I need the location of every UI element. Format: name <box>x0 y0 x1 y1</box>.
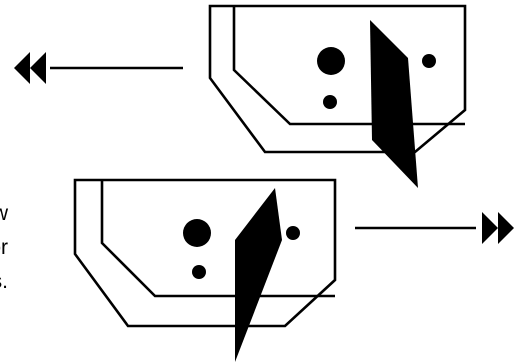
bottom-vessel-black-plate <box>235 188 282 362</box>
top-vessel-outer-hull <box>210 6 465 152</box>
double-chevron-left-arrow-icon-b <box>30 52 46 84</box>
bottom-vessel-inner-hull <box>102 180 335 296</box>
bottom-vessel <box>75 180 335 362</box>
top-vessel-black-plate <box>370 20 418 188</box>
bottom-vessel-outer-hull <box>75 180 335 326</box>
top-vessel-small-dot-lower <box>323 95 337 109</box>
left-arrow <box>14 52 183 84</box>
top-vessel-large-dot <box>317 47 345 75</box>
bottom-vessel-large-dot <box>183 219 211 247</box>
double-chevron-left-arrow-icon-a <box>14 52 30 84</box>
top-vessel <box>210 6 465 188</box>
bottom-vessel-small-dot-lower <box>192 265 206 279</box>
double-chevron-right-arrow-icon-a <box>482 212 498 244</box>
top-vessel-small-dot-right <box>422 54 436 68</box>
bottom-vessel-small-dot-right <box>286 226 300 240</box>
right-arrow <box>355 212 514 244</box>
double-chevron-right-arrow-icon-b <box>498 212 514 244</box>
